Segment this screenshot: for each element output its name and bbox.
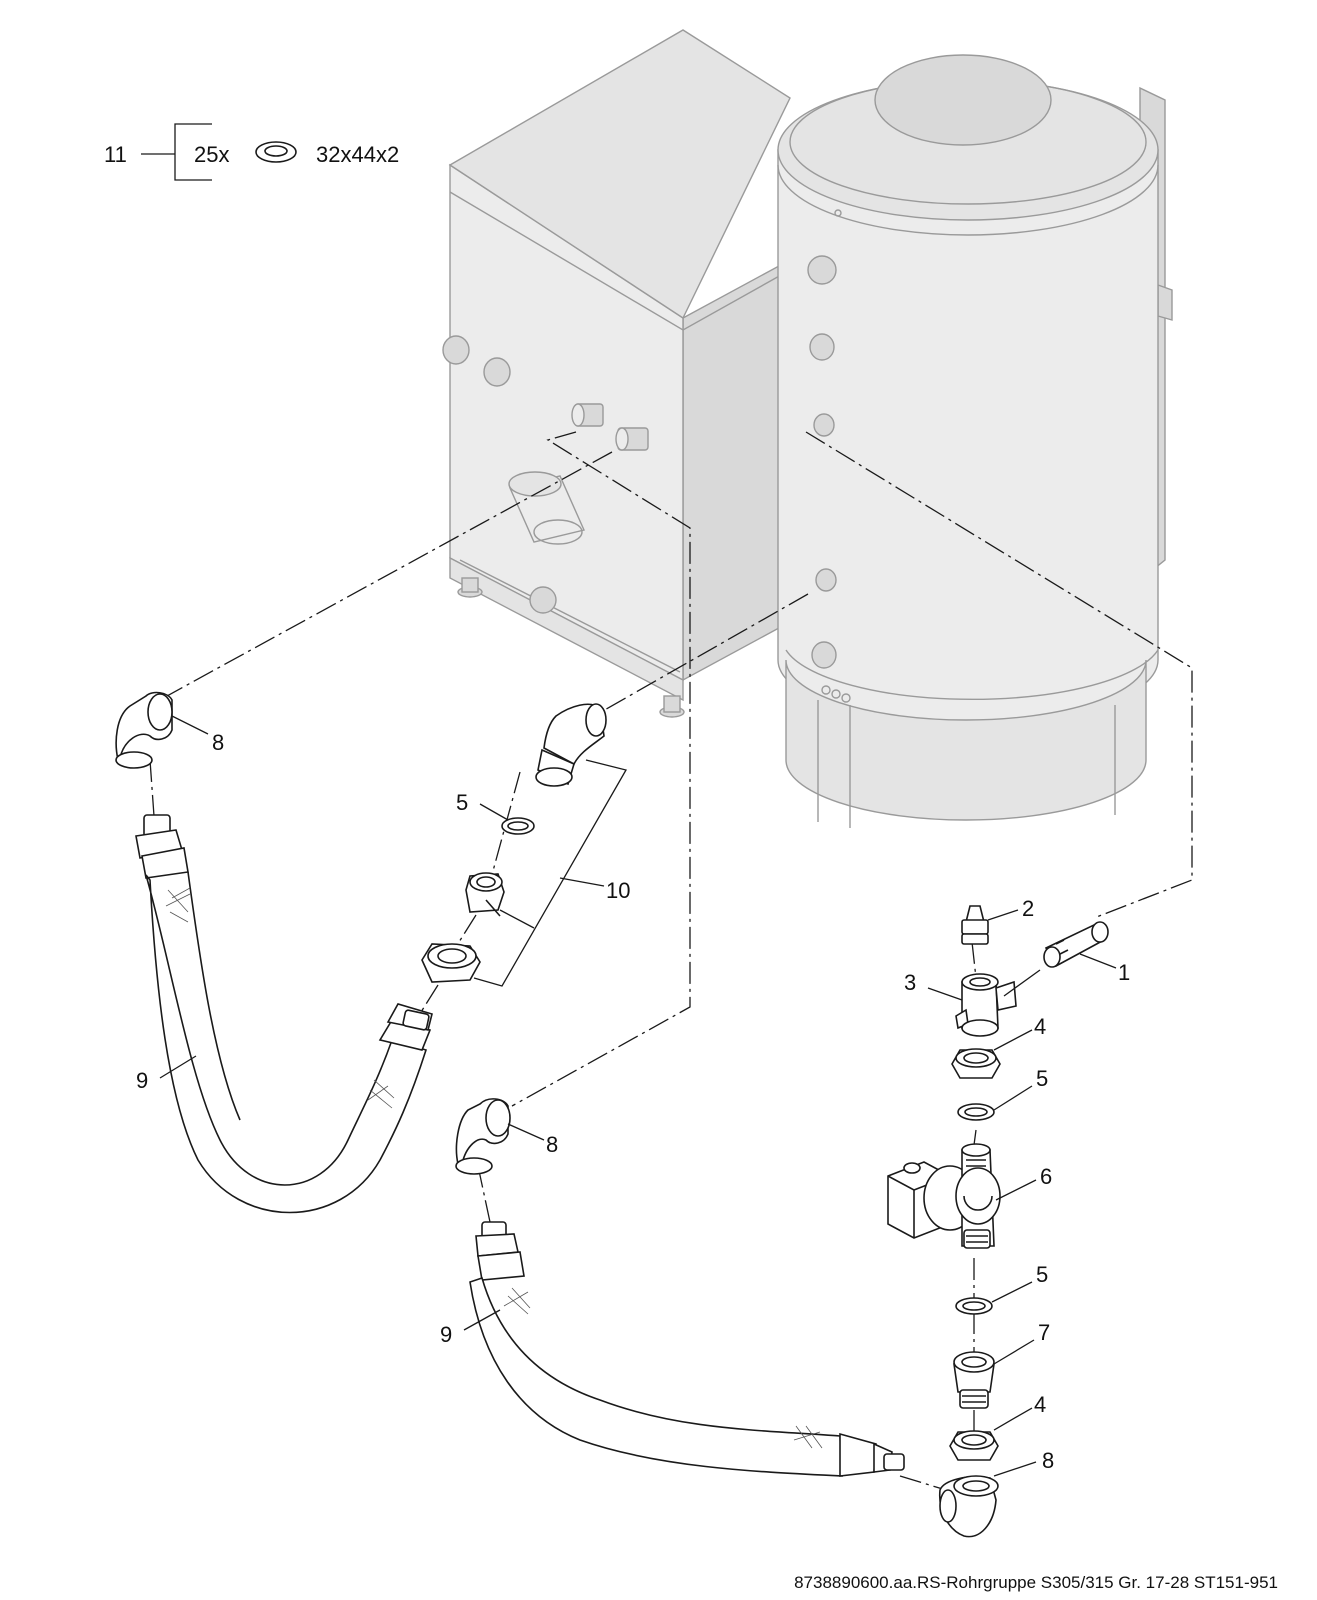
elbow-8-top-left (115, 691, 209, 769)
washer-5-lower (955, 1297, 993, 1315)
flue-pipe (508, 471, 585, 545)
washer-5-group10 (501, 817, 535, 835)
connection-lines (149, 431, 1193, 1491)
adapter-7 (953, 1351, 995, 1409)
boiler-unit (442, 29, 791, 718)
kit-size: 32x44x2 (316, 142, 399, 167)
label-1: 1 (1118, 960, 1130, 985)
nipple-10 (465, 872, 505, 917)
kit-quantity: 25x (194, 142, 229, 167)
vent-valve-2 (961, 905, 989, 945)
label-5-lower: 5 (1036, 1262, 1048, 1287)
label-4-upper: 4 (1034, 1014, 1046, 1039)
label-8-middle: 8 (546, 1132, 558, 1157)
label-2: 2 (1022, 896, 1034, 921)
washer-icon (255, 141, 297, 163)
label-6: 6 (1040, 1164, 1052, 1189)
hose-9-left (135, 814, 433, 1214)
label-7: 7 (1038, 1320, 1050, 1345)
nut-10 (421, 943, 481, 983)
label-10: 10 (606, 878, 630, 903)
label-8-left: 8 (212, 730, 224, 755)
document-reference: 8738890600.aa.RS-Rohrgruppe S305/315 Gr.… (794, 1573, 1278, 1592)
label-3: 3 (904, 970, 916, 995)
label-5-group10: 5 (456, 790, 468, 815)
label-9-lower: 9 (440, 1322, 452, 1347)
hose-9-lower (469, 1221, 905, 1477)
tank-connection-ports (807, 255, 837, 669)
item-number-11: 11 (104, 142, 127, 167)
nut-4-upper (951, 1048, 1001, 1079)
elbow-10 (535, 703, 607, 787)
label-5-upper: 5 (1036, 1066, 1048, 1091)
nipple-1 (1043, 921, 1109, 968)
washer-5-upper (957, 1103, 995, 1121)
nut-4-lower (949, 1430, 999, 1461)
elbow-8-bottom (939, 1475, 999, 1538)
pump-6 (887, 1143, 1001, 1249)
storage-tank (777, 54, 1173, 828)
elbow-8-middle (455, 1098, 511, 1175)
kit-note-item-11: 11 25x 32x44x2 (104, 123, 399, 181)
label-9-left: 9 (136, 1068, 148, 1093)
label-4-lower: 4 (1034, 1392, 1046, 1417)
boiler-connection-stubs (442, 335, 649, 614)
ball-valve-3 (955, 969, 1041, 1037)
label-8-bottom: 8 (1042, 1448, 1054, 1473)
